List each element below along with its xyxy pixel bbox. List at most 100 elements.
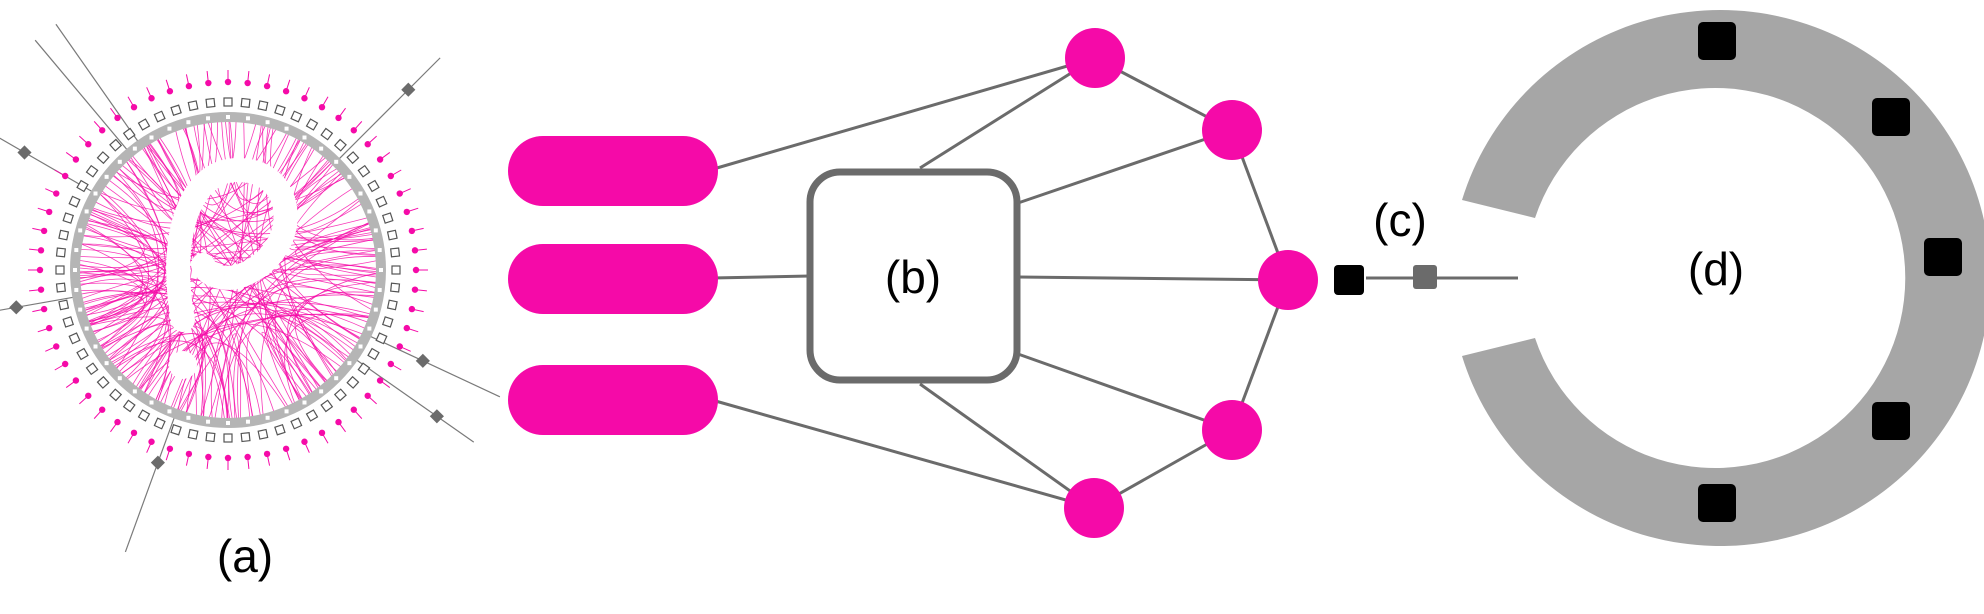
ring-marker <box>377 287 382 292</box>
validator-node <box>375 195 388 208</box>
mesh-link <box>114 131 288 200</box>
validator-dot <box>185 82 193 90</box>
mesh-link <box>228 279 378 421</box>
validator-tick <box>146 87 152 99</box>
validator-node <box>240 97 251 108</box>
edge-pill1-node1 <box>709 56 1096 172</box>
validator-node <box>76 179 89 193</box>
mesh-link <box>221 120 298 201</box>
validator-dot <box>263 82 271 90</box>
mesh-link <box>117 167 360 235</box>
lane-pill-middle <box>508 244 718 314</box>
validator-dot <box>37 286 45 293</box>
validator-dot <box>396 343 403 350</box>
ring-marker <box>78 307 83 312</box>
validator-dot <box>205 453 212 461</box>
mesh-link <box>147 143 331 222</box>
validator-node <box>391 265 401 275</box>
ring-marker <box>319 389 324 394</box>
ring-block <box>1924 238 1962 276</box>
mesh-link <box>94 119 233 230</box>
validator-tick <box>266 453 271 466</box>
validator-node <box>390 282 401 293</box>
validator-node <box>55 282 66 293</box>
validator-tick <box>390 363 402 371</box>
mesh-link <box>78 259 170 403</box>
ring-marker <box>167 126 172 131</box>
validator-tick <box>406 207 419 213</box>
mesh-link <box>271 310 359 389</box>
mesh-link <box>84 287 348 361</box>
validator-tick <box>411 227 424 232</box>
ring-marker <box>302 135 307 140</box>
validator-tick <box>32 308 45 313</box>
ring-marker <box>245 116 250 121</box>
ring-marker <box>206 419 211 424</box>
mesh-link <box>261 331 318 401</box>
validator-node <box>109 138 123 152</box>
ring-marker <box>302 400 307 405</box>
lane-pill-top <box>508 136 718 206</box>
validator-tick <box>54 363 66 371</box>
validator-dot <box>301 438 308 445</box>
ring-marker <box>104 174 109 179</box>
validator-node <box>367 347 380 361</box>
ring-block <box>1698 22 1736 60</box>
node-1 <box>1065 28 1125 88</box>
validator-dot <box>403 208 410 216</box>
ring-marker <box>334 159 339 164</box>
ring-marker <box>132 146 137 151</box>
validator-tick <box>110 421 118 433</box>
validator-dot <box>148 95 155 102</box>
mesh-link <box>295 246 378 256</box>
validator-tick <box>390 169 402 177</box>
validator-mesh <box>77 119 379 421</box>
validator-tick <box>206 71 209 84</box>
validator-node <box>62 212 75 224</box>
validator-dot <box>148 438 155 445</box>
outer-ray <box>0 137 99 196</box>
ring-marker <box>149 135 154 140</box>
validator-tick <box>353 409 363 419</box>
validator-tick <box>321 96 329 108</box>
edge-box-node3 <box>1017 275 1289 282</box>
mesh-link <box>78 257 379 283</box>
validator-tick <box>110 107 118 119</box>
mesh-link <box>274 256 378 402</box>
validator-node <box>386 229 398 241</box>
validator-node <box>381 212 394 224</box>
ring-marker <box>226 421 230 425</box>
ring-marker <box>377 248 382 253</box>
node-5 <box>1064 478 1124 538</box>
collator-node <box>150 455 165 470</box>
ring-marker <box>117 376 122 381</box>
validator-tick <box>45 346 57 352</box>
ring-blocks <box>1698 22 1962 522</box>
validator-node <box>290 110 303 123</box>
validator-node <box>346 375 360 389</box>
ring-marker <box>284 409 289 414</box>
mesh-link <box>100 301 372 349</box>
validator-dot <box>185 450 193 458</box>
validator-node <box>333 388 347 402</box>
mesh-link <box>145 144 362 340</box>
lane-pill-bottom <box>508 365 718 435</box>
mesh-link <box>87 208 148 239</box>
mesh-link <box>193 123 333 213</box>
validator-node <box>58 299 70 311</box>
validator-dot <box>387 172 395 180</box>
label-a: (a) <box>217 530 273 582</box>
collator-node <box>9 300 24 315</box>
ring-marker <box>74 287 79 292</box>
validator-dot <box>408 305 416 313</box>
validator-tick <box>29 248 42 251</box>
ring-marker <box>93 344 98 349</box>
validator-tick <box>367 135 377 145</box>
edge-pill3-node5 <box>711 398 1095 510</box>
mesh-link <box>178 222 371 412</box>
validator-node <box>205 97 216 108</box>
ring-marker <box>265 415 270 420</box>
mesh-link <box>142 146 378 278</box>
validator-node <box>170 104 182 117</box>
validator-tick <box>353 121 363 131</box>
